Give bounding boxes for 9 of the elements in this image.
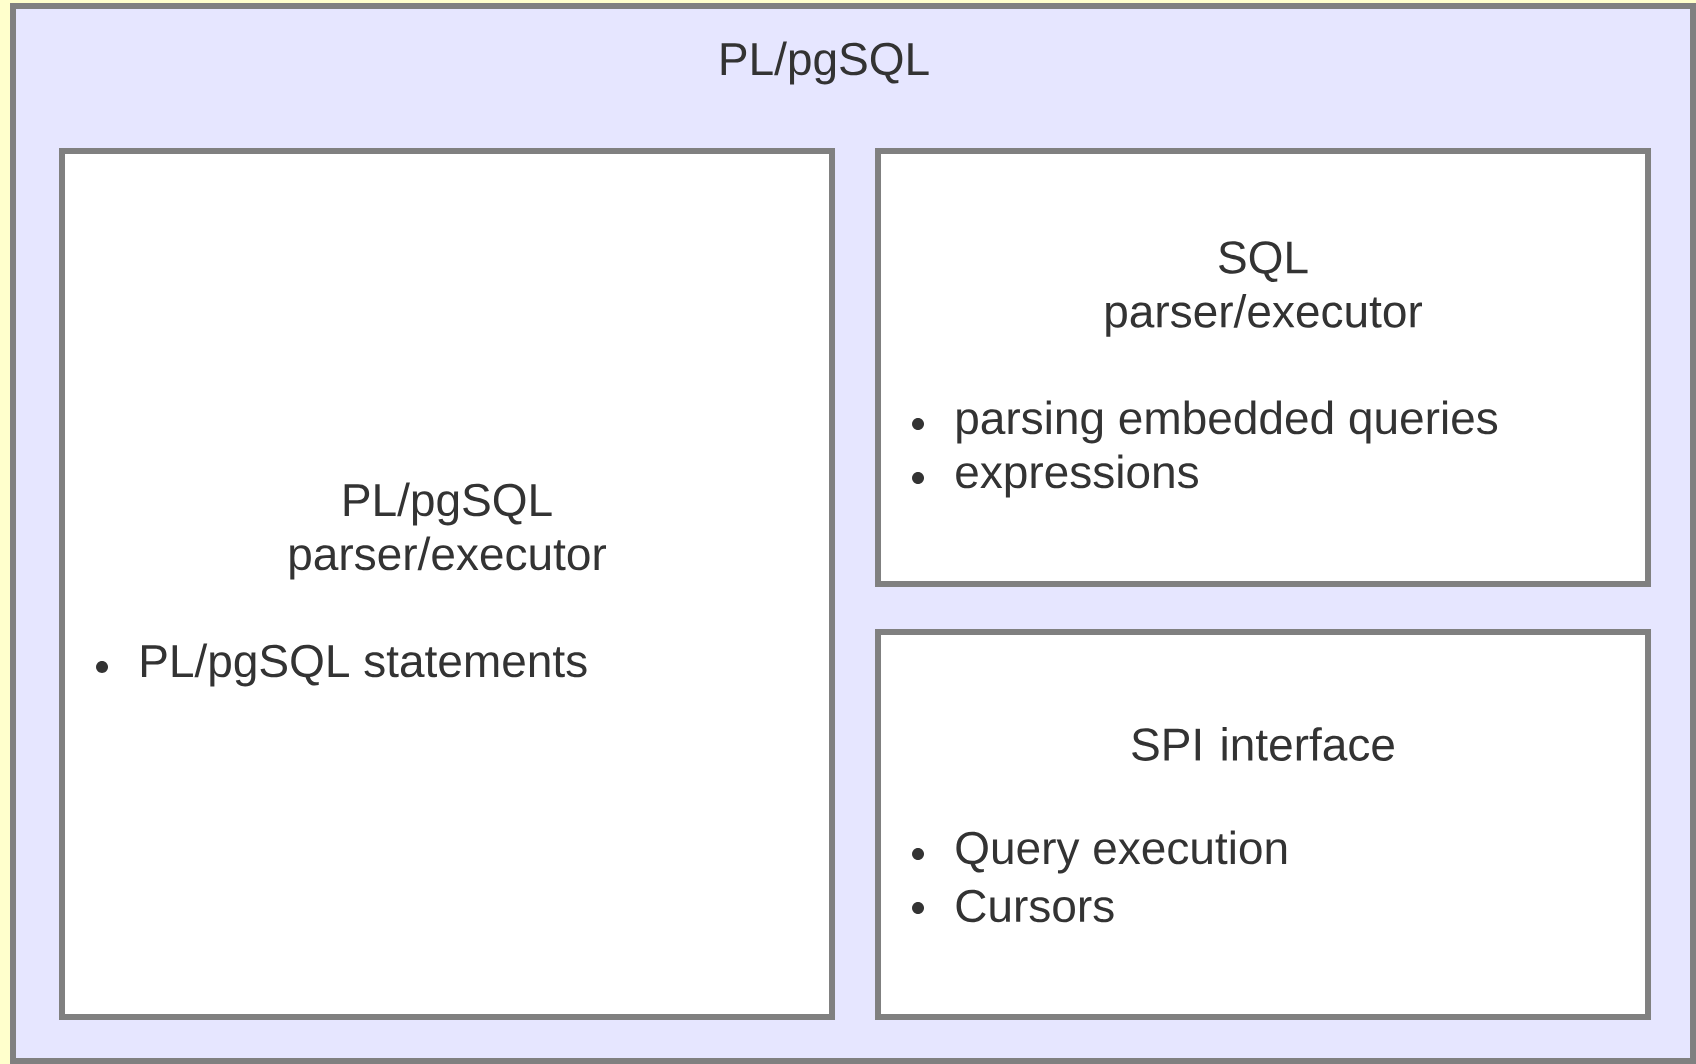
bullet-item: parsing embedded queries <box>912 400 1498 444</box>
heading: SPI interface <box>1132 727 1394 761</box>
bullet-item: PL/pgSQL statements <box>96 643 587 687</box>
bullet-item: Query execution <box>912 830 1287 874</box>
heading: PL/pgSQL parser/executor <box>290 482 606 580</box>
heading: PL/pgSQL <box>721 41 929 85</box>
bullet-item: expressions <box>912 454 1198 498</box>
bullet-item: Cursors <box>912 889 1114 923</box>
heading: SQL parser/executor <box>1106 241 1422 337</box>
